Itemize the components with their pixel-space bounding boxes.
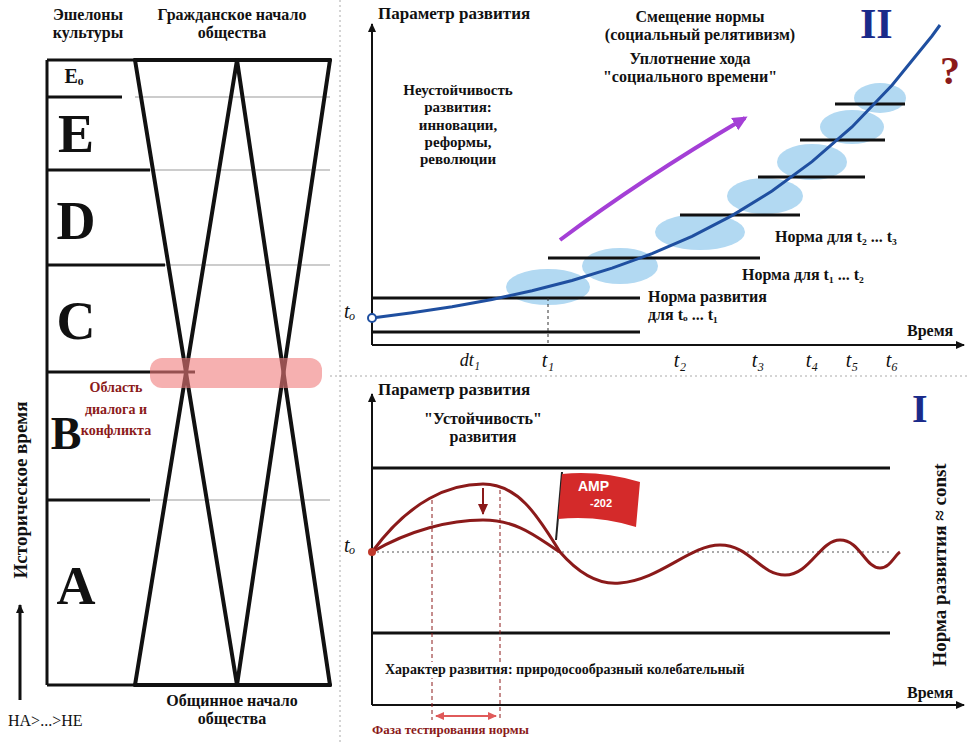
- echelon-grid: [47, 684, 135, 687]
- chart-note: "Устойчивость" развития: [403, 410, 563, 447]
- time-mark: tₒ: [344, 300, 355, 323]
- phase-label: Фаза тестирования нормы: [372, 723, 529, 738]
- axis-title: Норма развития ≈ const: [929, 463, 951, 666]
- norm-line: [800, 139, 885, 142]
- echelon-grid: [47, 499, 150, 502]
- damping-arrow: [482, 488, 484, 514]
- hourglass-figure: [135, 60, 330, 685]
- echelon-letter: A: [57, 555, 96, 617]
- echelon-thin-line: [135, 170, 330, 171]
- flag-picture: [558, 473, 640, 527]
- time-mark: tₒ: [344, 534, 355, 557]
- oscillation-curve: [372, 484, 560, 552]
- phase-arrow: [436, 715, 496, 717]
- origin-dot: [368, 314, 376, 322]
- panel-number: II: [860, 0, 893, 48]
- echelon-grid: [47, 96, 122, 99]
- origin-dot: [368, 548, 376, 556]
- time-mark: t₁: [542, 349, 555, 372]
- echelon-grid: [47, 59, 135, 62]
- norm-level-ellipse: [506, 83, 906, 305]
- chart-note: Характер развития: природосообразный кол…: [383, 662, 746, 678]
- axis: [372, 394, 964, 705]
- norm-line: [372, 467, 890, 470]
- chart-note: Смещение нормы (социальный релятивизм): [593, 8, 808, 45]
- norm-line: [548, 257, 760, 260]
- norm-line: [835, 103, 905, 106]
- echelon-letter: C: [57, 290, 96, 352]
- echelon-letter: E: [58, 103, 94, 165]
- axis-title: Историческое время: [9, 402, 31, 579]
- time-mark: t₂: [674, 349, 687, 372]
- region-label: Область диалога и конфликта: [79, 377, 153, 442]
- flag-picture: [556, 472, 640, 540]
- norm-label: Норма для t₂ ... t₃: [775, 228, 897, 246]
- axis: [372, 24, 964, 345]
- echelon-grid: [47, 264, 165, 267]
- phase-dashed: [432, 500, 433, 720]
- time-mark: dt₁: [460, 350, 480, 371]
- time-mark: t₄: [806, 349, 819, 372]
- axis-title: Параметр развития: [378, 380, 530, 400]
- axis-title: Время: [907, 684, 953, 702]
- norm-label: Норма развития для tₒ ... t₁: [648, 288, 783, 325]
- axis: [372, 704, 964, 706]
- echelon-letter: Eₒ: [64, 65, 83, 88]
- column-header: Эшелоны культуры: [42, 6, 134, 43]
- norm-line: [372, 468, 890, 633]
- column-header: Общинное начало общества: [132, 692, 332, 729]
- echelon-letter: B: [51, 408, 82, 461]
- separator-line: [340, 0, 341, 742]
- oscillation-curve: [372, 520, 900, 583]
- separator-line: [330, 0, 970, 742]
- chart-note: Неустойчивость развития: инновации, рефо…: [393, 82, 523, 168]
- time-mark: t₅: [846, 349, 859, 372]
- question-mark: ?: [940, 48, 960, 94]
- panel-number: I: [912, 386, 928, 432]
- center-line: [372, 552, 890, 553]
- echelon-letter: D: [57, 190, 96, 252]
- time-mark: t₃: [752, 349, 765, 372]
- flag-text: AMP: [578, 478, 609, 494]
- axis-title: Время: [907, 322, 953, 340]
- column-header: Гражданское начало общества: [132, 6, 332, 43]
- hourglass-figure: [135, 683, 330, 687]
- chart-note: Уплотнение хода "социального времени": [590, 50, 790, 87]
- hourglass-figure: [135, 58, 330, 62]
- dialog-band: [150, 358, 322, 388]
- growth-curve: [372, 25, 940, 318]
- norm-line: [758, 176, 865, 179]
- time-arrow: [19, 605, 22, 700]
- norm-line: [680, 214, 800, 217]
- axis-title: Параметр развития: [378, 4, 530, 24]
- norm-line: [372, 632, 890, 635]
- echelon-thin-line: [135, 97, 330, 500]
- echelon-grid: [47, 169, 150, 172]
- flag-text: -202: [590, 497, 612, 510]
- phase-dashed: [500, 490, 501, 720]
- relation-note: HA>...>HE: [8, 712, 82, 730]
- norm-label: Норма для t₁ ... t₂: [742, 266, 864, 284]
- norm-line: [372, 331, 640, 334]
- axis: [372, 344, 964, 346]
- tick-dashed: [548, 298, 549, 345]
- time-mark: t₆: [886, 349, 899, 372]
- shift-arrow: [560, 118, 745, 240]
- separator-line: [330, 376, 970, 377]
